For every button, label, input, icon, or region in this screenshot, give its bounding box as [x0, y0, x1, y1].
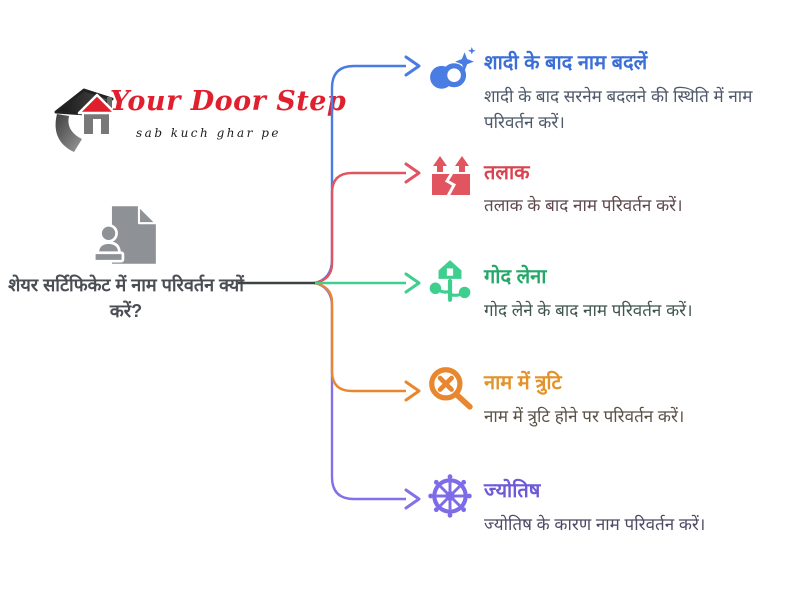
branch-title-divorce: तलाक	[484, 162, 530, 184]
adoption-icon	[429, 260, 471, 302]
branch-desc-divorce: तलाक के बाद नाम परिवर्तन करें।	[484, 196, 683, 215]
certificate-stamp-icon	[92, 205, 157, 264]
center-question: शेयर सर्टिफिकेट में नाम परिवर्तन क्यों क…	[8, 275, 244, 321]
connector-name-error	[313, 281, 406, 393]
connector-astrology	[313, 281, 406, 501]
door-step-house-icon	[54, 88, 117, 152]
brand-tagline: sab kuch ghar pe	[136, 126, 281, 140]
astrology-wheel-icon	[428, 474, 472, 518]
brand-name: Your Door Step	[110, 86, 347, 117]
arrowhead-name-error	[404, 380, 421, 402]
branch-title-marriage: शादी के बाद नाम बदलें	[484, 52, 648, 74]
connector-divorce	[313, 171, 406, 285]
branch-desc-adoption: गोद लेने के बाद नाम परिवर्तन करें।	[484, 301, 693, 320]
arrowhead-adoption	[404, 272, 421, 294]
branch-desc-marriage: शादी के बाद सरनेम बदलने की स्थिति में ना…	[484, 87, 753, 132]
arrowhead-divorce	[404, 162, 421, 184]
branch-desc-name-error: नाम में त्रुटि होने पर परिवर्तन करें।	[484, 407, 685, 426]
arrowhead-marriage	[404, 55, 421, 77]
name-error-icon	[429, 367, 473, 410]
branch-title-astrology: ज्योतिष	[484, 480, 541, 502]
branch-title-name-error: नाम में त्रुटि	[484, 372, 562, 394]
branch-desc-astrology: ज्योतिष के कारण नाम परिवर्तन करें।	[484, 515, 706, 534]
wedding-rings-icon	[430, 47, 476, 89]
arrowhead-astrology	[404, 488, 421, 510]
divorce-icon	[432, 156, 470, 197]
branch-title-adoption: गोद लेना	[484, 266, 547, 288]
